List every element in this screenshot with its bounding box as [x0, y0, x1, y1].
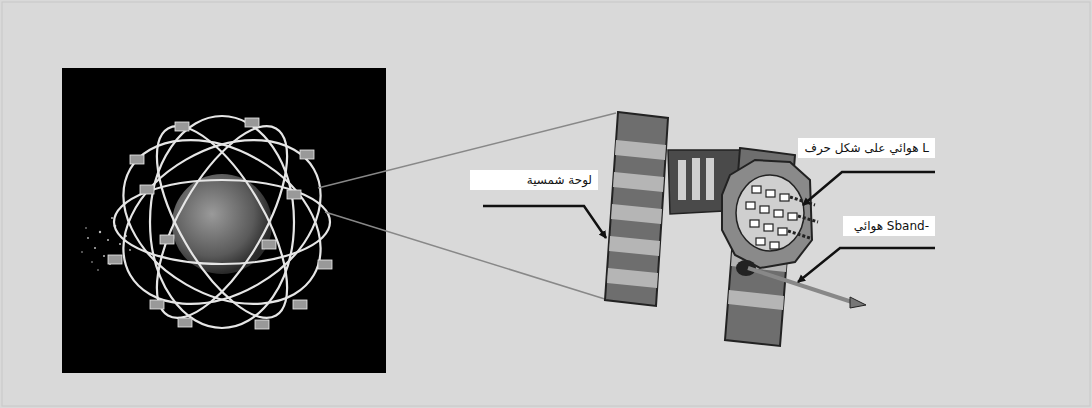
part-label: هوائي Sband- [843, 216, 935, 236]
antenna-plate [736, 175, 804, 251]
space-background [62, 68, 386, 373]
solar-panel-left [605, 112, 668, 306]
zoom-lines [318, 113, 616, 300]
antenna-deck [722, 160, 812, 268]
orbit-rings [94, 107, 350, 338]
s-band-rod [748, 268, 852, 302]
l-band-stubs [788, 197, 818, 238]
bus-details [678, 158, 714, 200]
part-label: لوحة شمسية [470, 170, 598, 190]
l-band-elements [746, 186, 797, 249]
s-band-tip [850, 297, 866, 308]
satellites [108, 118, 332, 329]
earth-globe [172, 174, 272, 274]
panel-cells-left [607, 140, 666, 288]
part-label: هوائي على شكل حرف L [798, 138, 935, 158]
